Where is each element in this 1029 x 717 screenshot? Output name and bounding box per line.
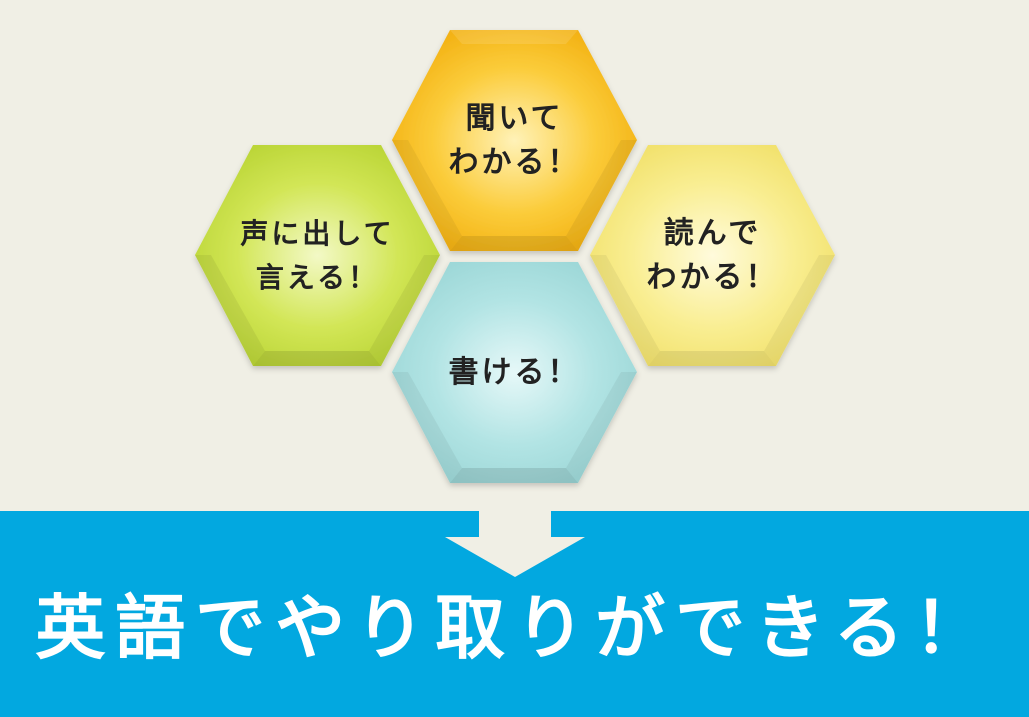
hexagon-label-line: 声に出して (240, 216, 395, 250)
hexagon-speak: 声に出して 言える！ (195, 145, 440, 366)
hexagon-label-line: 言える！ (255, 260, 380, 294)
hexagon-label-line: わかる！ (646, 259, 779, 295)
hexagon-label-line: 書ける！ (448, 354, 581, 390)
result-heading: 英語でやり取りができる！ (35, 587, 994, 669)
hexagon-label-line: わかる！ (448, 144, 581, 180)
hexagon-label-line: 読んで (663, 215, 762, 251)
hexagon-label-listen: 聞いて わかる！ (392, 30, 637, 251)
hexagon-label-speak: 声に出して 言える！ (195, 145, 440, 366)
hexagon-shape-listen (392, 30, 637, 251)
hexagon-read: 読んで わかる！ (590, 145, 835, 366)
hexagon-shape-read (590, 145, 835, 366)
hexagon-shape-speak (195, 145, 440, 366)
hexagon-write: 書ける！ (392, 262, 637, 483)
hexagon-listen: 聞いて わかる！ (392, 30, 637, 251)
hexagon-shape-write (392, 262, 637, 483)
hexagon-label-line: 聞いて (465, 100, 564, 136)
hexagon-label-write: 書ける！ (392, 262, 637, 483)
hexagon-label-read: 読んで わかる！ (590, 145, 835, 366)
